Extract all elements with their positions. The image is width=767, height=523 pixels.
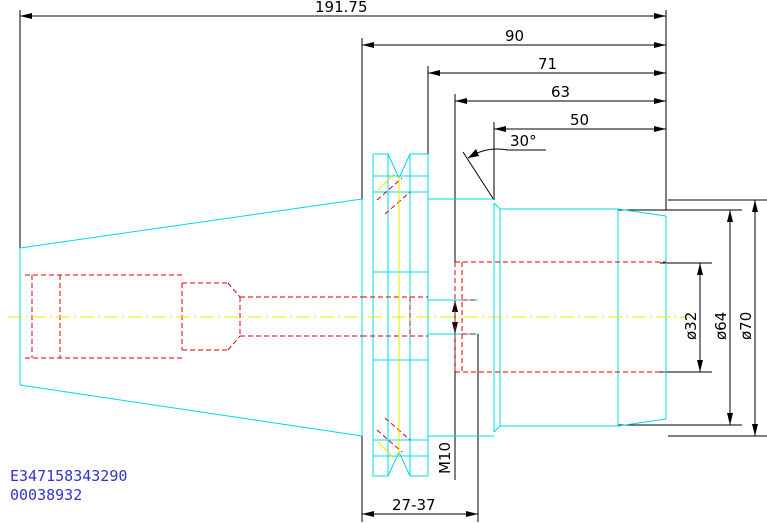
dim-90: 90	[505, 27, 524, 45]
part-code-line-2: 00038932	[10, 486, 82, 504]
dim-dia-70: ø70	[737, 312, 755, 340]
dimension-lines	[19, 10, 767, 522]
dim-range: 27-37	[392, 496, 436, 514]
dim-63: 63	[551, 83, 570, 101]
dim-dia-64: ø64	[712, 312, 730, 340]
dim-71: 71	[538, 55, 557, 73]
dim-dia-32: ø32	[682, 312, 700, 340]
part-code-line-1: E347158343290	[10, 467, 127, 485]
center-lines	[8, 173, 690, 459]
dim-thread: M10	[436, 442, 454, 474]
dim-angle: 30°	[510, 132, 537, 150]
part-outline	[19, 153, 667, 477]
dim-50: 50	[570, 111, 589, 129]
dim-total-length: 191.75	[315, 0, 368, 16]
dimension-labels: 191.75 90 71 63 50 30° ø32 ø64 ø70 M10 2…	[315, 0, 755, 514]
hidden-lines	[25, 177, 666, 453]
part-code-block: E347158343290 00038932	[10, 467, 127, 504]
